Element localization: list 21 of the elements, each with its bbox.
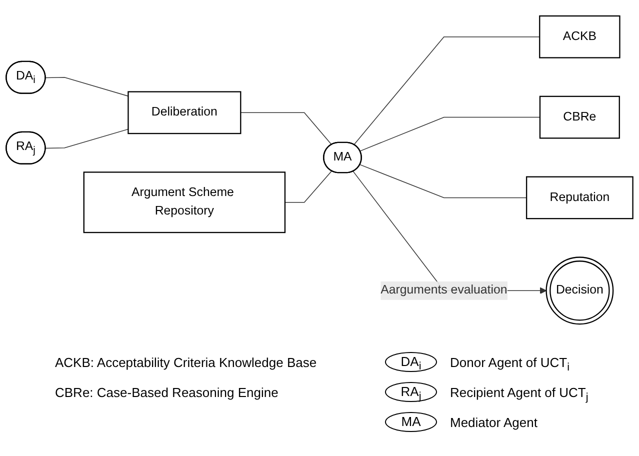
edge-label: Aarguments evaluation — [380, 284, 508, 297]
connector — [45, 76, 129, 96]
node-box: Deliberation — [128, 91, 242, 134]
node-box: Argument Scheme Repository — [83, 172, 286, 234]
abbreviation-note: ACKB: Acceptability Criteria Knowledge Base — [55, 355, 317, 370]
connector — [45, 128, 129, 149]
legend-text: Donor Agent of UCT$_{i}$ — [450, 355, 570, 374]
abbreviation-note: CBRe: Case-Based Reasoning Engine — [55, 385, 278, 400]
connector — [360, 116, 540, 152]
legend-text: Mediator Agent — [450, 415, 538, 430]
legend-text: Recipient Agent of UCT$_{j}$ — [450, 385, 588, 404]
agent-ellipse: MA — [385, 412, 437, 432]
connector — [354, 36, 540, 146]
node-box: Reputation — [526, 176, 634, 220]
agent-ellipse: DA$_{i}$ — [385, 352, 437, 372]
node-box: CBRe — [539, 96, 620, 139]
node-box: ACKB — [539, 15, 620, 58]
node-circle: Decision — [546, 256, 614, 325]
connector — [360, 164, 527, 198]
connector — [284, 170, 332, 203]
connector — [240, 112, 332, 146]
